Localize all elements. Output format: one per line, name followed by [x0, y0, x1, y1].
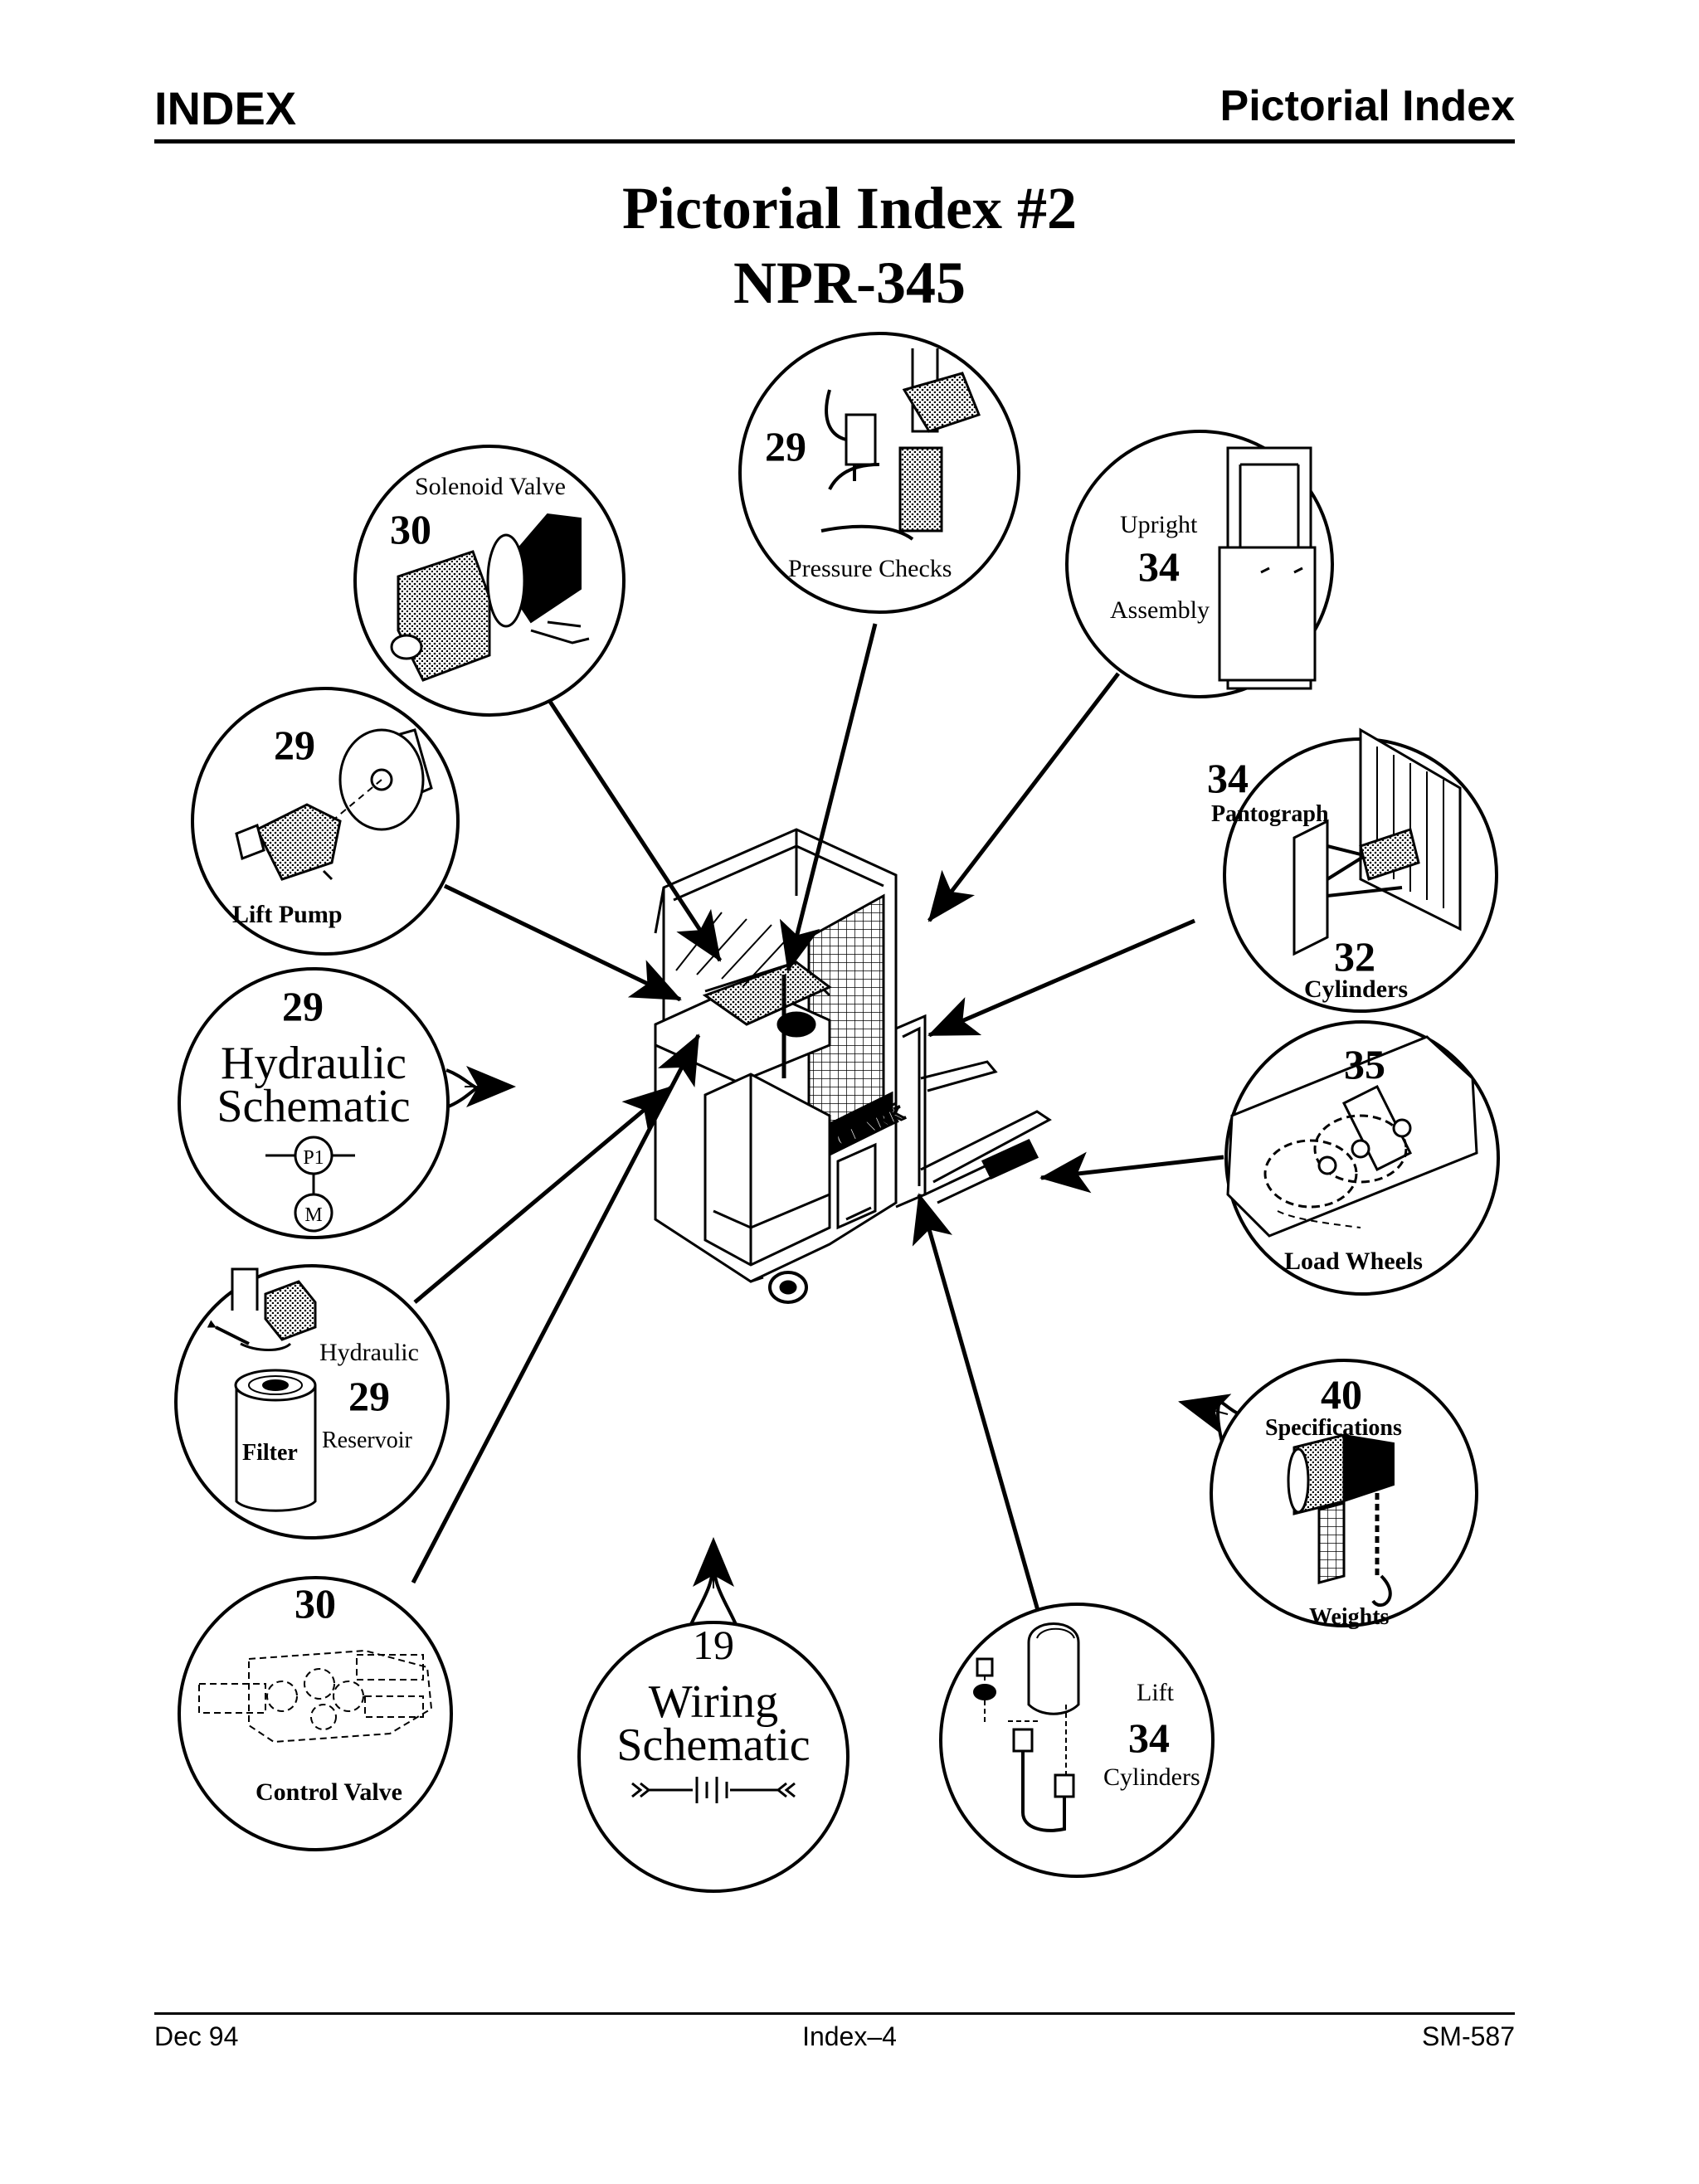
- lift-cylinders-label-top: Lift: [1137, 1679, 1175, 1706]
- upright-label-top: Upright: [1120, 511, 1198, 538]
- callout-hydraulic-reservoir: Hydraulic 29 Reservoir Filter: [174, 1264, 450, 1540]
- specifications-page: 40: [1321, 1371, 1362, 1418]
- callout-upright-assembly: Upright 34 Assembly: [1065, 430, 1334, 698]
- lift-pump-page: 29: [274, 722, 315, 768]
- footer-rule: [154, 2012, 1515, 2015]
- footer-page-number: Index–4: [802, 2021, 897, 2051]
- reservoir-label-right: Reservoir: [322, 1428, 413, 1453]
- filter-label: Filter: [242, 1440, 298, 1466]
- control-valve-label: Control Valve: [256, 1778, 402, 1806]
- callout-control-valve: 30 Control Valve: [178, 1576, 453, 1851]
- model-title: NPR-345: [733, 250, 966, 316]
- specifications-label: Specifications: [1265, 1415, 1402, 1441]
- wiring-schematic-line1: Wiring: [649, 1676, 778, 1728]
- callout-pantograph: 34 Pantograph 32 Cylinders: [1207, 727, 1498, 1013]
- pump-symbol-label: P1: [303, 1147, 324, 1169]
- callout-lift-pump: 29 Lift Pump: [191, 687, 460, 956]
- header-right-title: Pictorial Index: [1219, 82, 1515, 130]
- callout-hydraulic-schematic: 29 Hydraulic Schematic P1 M: [178, 967, 450, 1239]
- upright-page: 34: [1138, 543, 1180, 590]
- reservoir-label-top: Hydraulic: [319, 1339, 419, 1366]
- control-valve-page: 30: [295, 1580, 336, 1627]
- lift-cylinders-label-bottom: Cylinders: [1103, 1763, 1200, 1791]
- weights-label: Weights: [1309, 1604, 1390, 1630]
- header-rule: [154, 139, 1515, 143]
- reservoir-page: 29: [348, 1373, 390, 1419]
- cylinders-page: 32: [1334, 933, 1375, 980]
- section-title: INDEX: [154, 82, 297, 134]
- footer-doc-number: SM-587: [1421, 2021, 1515, 2051]
- pantograph-label: Pantograph: [1211, 801, 1329, 827]
- load-wheels-page: 35: [1344, 1041, 1385, 1087]
- load-wheels-label: Load Wheels: [1284, 1248, 1423, 1275]
- wiring-schematic-line2: Schematic: [616, 1719, 810, 1771]
- callout-wiring-schematic: 19 Wiring Schematic: [577, 1621, 850, 1893]
- callout-lift-cylinders: Lift 34 Cylinders: [939, 1603, 1215, 1878]
- solenoid-valve-label: Solenoid Valve: [415, 473, 566, 500]
- hydraulic-schematic-line1: Hydraulic: [221, 1038, 406, 1089]
- callout-load-wheels: 35 Load Wheels: [1224, 1020, 1500, 1296]
- upright-label-bottom: Assembly: [1110, 596, 1210, 624]
- motor-symbol-label: M: [304, 1204, 322, 1226]
- footer-date: Dec 94: [154, 2021, 239, 2051]
- hydraulic-schematic-page: 29: [282, 983, 324, 1029]
- battery-symbol: [631, 1777, 796, 1803]
- forklift-truck-illustration: CLARK: [654, 828, 1052, 1304]
- pressure-checks-label: Pressure Checks: [788, 555, 952, 582]
- leader-arrows: [411, 623, 1249, 1631]
- cylinders-label: Cylinders: [1304, 975, 1408, 1003]
- hydraulic-schematic-line2: Schematic: [217, 1081, 410, 1132]
- lift-pump-label: Lift Pump: [232, 901, 343, 928]
- callout-pressure-checks: 29 Pressure Checks: [738, 332, 1020, 614]
- pantograph-page-top: 34: [1207, 755, 1249, 801]
- motor-symbol: [294, 1193, 333, 1233]
- wiring-schematic-page: 19: [693, 1622, 734, 1668]
- callout-specifications: 40 Specifications Weights: [1210, 1359, 1478, 1630]
- pressure-checks-page: 29: [765, 423, 806, 469]
- solenoid-valve-page: 30: [390, 506, 431, 552]
- page-title: Pictorial Index #2: [622, 175, 1077, 241]
- callout-solenoid-valve: Solenoid Valve 30: [353, 445, 626, 717]
- lift-cylinders-page: 34: [1128, 1715, 1170, 1761]
